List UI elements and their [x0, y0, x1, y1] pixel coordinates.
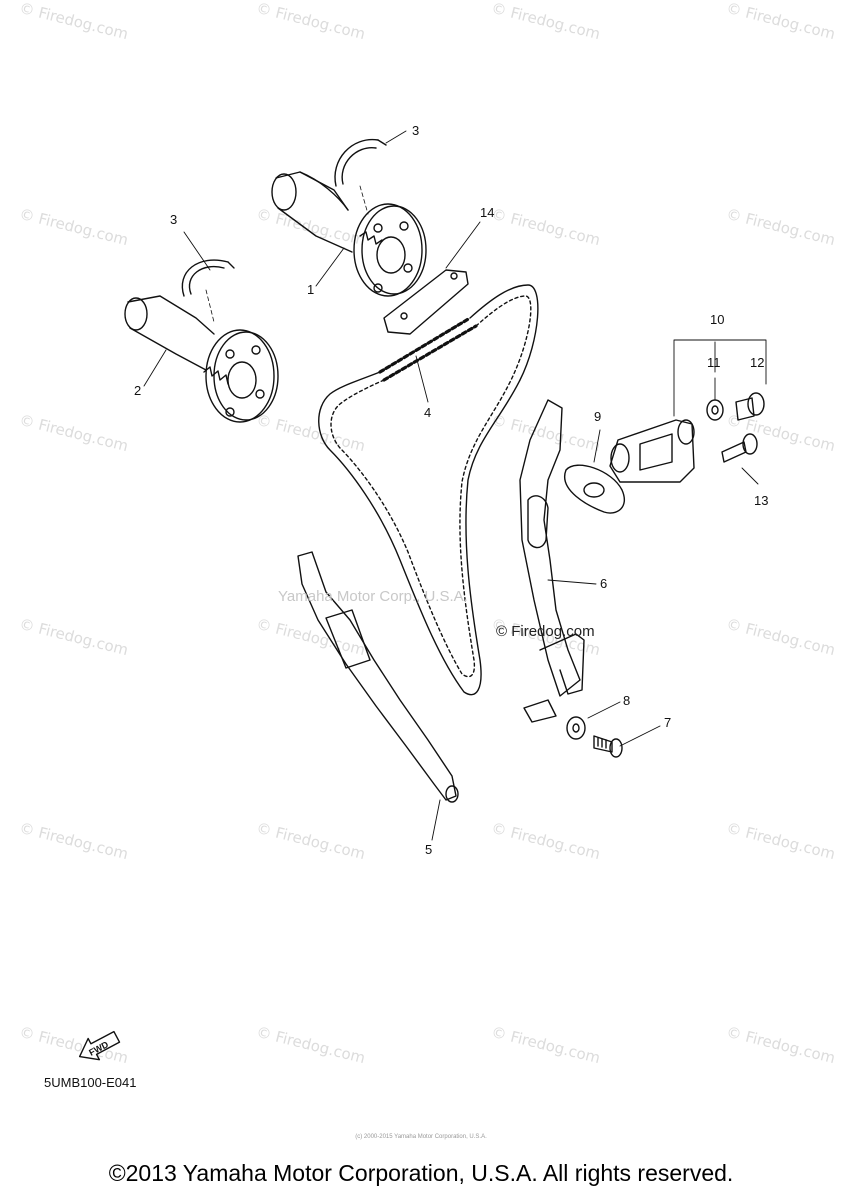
copyright-notice: ©2013 Yamaha Motor Corporation, U.S.A. A…	[108, 1160, 734, 1186]
callout-12: 12	[750, 355, 765, 370]
circlip-upper-part	[334, 138, 387, 187]
circlip-lower-part	[181, 259, 235, 297]
callout-5: 5	[425, 842, 433, 857]
diagram-code: 5UMB100-E041	[44, 1075, 137, 1090]
cam-chain-tensioner-part	[609, 419, 695, 483]
camshaft-intake-part	[124, 295, 279, 423]
callout-9: 9	[594, 409, 602, 424]
callout-4: 4	[424, 405, 432, 420]
tensioner-washer-part	[706, 399, 724, 421]
chain-guide-part	[297, 551, 459, 803]
callout-13: 13	[754, 493, 769, 508]
callout-3-upper: 3	[412, 123, 420, 138]
callout-8: 8	[623, 693, 631, 708]
fine-print: (c) 2000-2015 Yamaha Motor Corporation, …	[355, 1134, 487, 1140]
chain-guide-plate-part	[383, 269, 469, 335]
tensioner-bolt-part	[721, 433, 758, 463]
site-watermark: © Firedog.com	[496, 623, 595, 640]
washer-part	[566, 716, 586, 740]
callout-1: 1	[307, 282, 315, 297]
callout-14: 14	[480, 205, 495, 220]
callout-6: 6	[600, 576, 608, 591]
callout-3-lower: 3	[170, 212, 178, 227]
callout-11: 11	[707, 355, 721, 370]
fwd-arrow-icon	[78, 1030, 121, 1061]
callout-10: 10	[710, 312, 725, 327]
guide-bolt-part	[593, 735, 623, 758]
camshaft-exhaust-part	[271, 171, 427, 297]
tensioner-cap-bolt-part	[735, 392, 765, 421]
callout-7: 7	[664, 715, 672, 730]
brand-watermark: Yamaha Motor Corp., U.S.A.	[278, 588, 468, 605]
chain-tensioner-guide-part	[519, 399, 585, 723]
callout-2: 2	[134, 383, 142, 398]
gasket-part	[563, 464, 625, 514]
timing-chain-part	[318, 284, 539, 696]
